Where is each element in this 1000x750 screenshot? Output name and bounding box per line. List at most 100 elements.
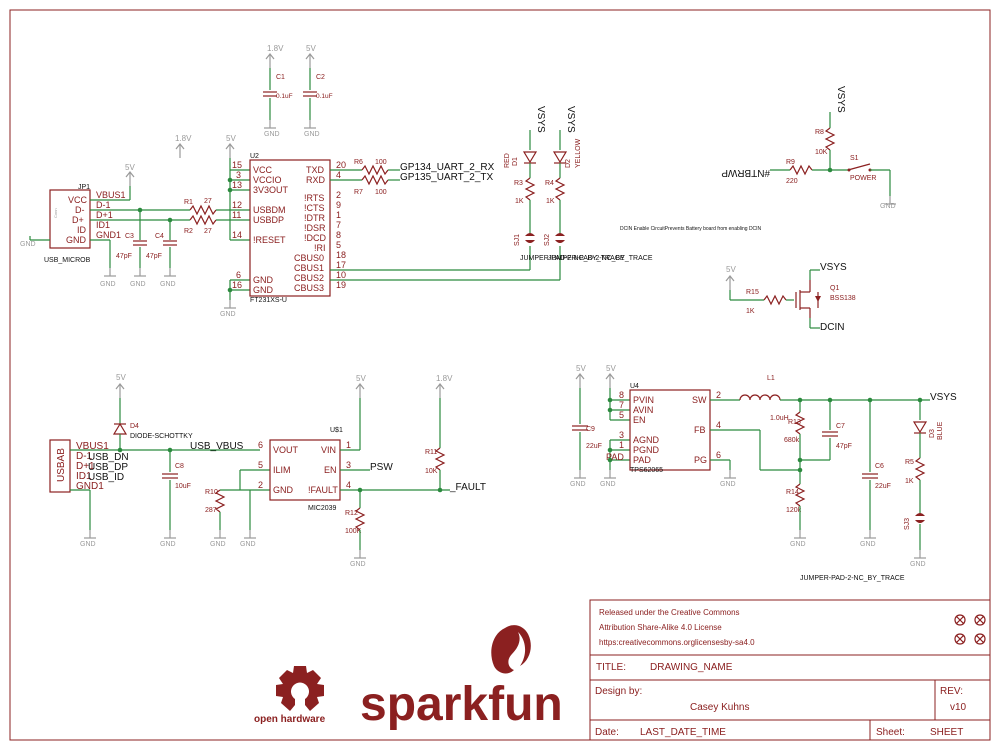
svg-text:sparkfun: sparkfun <box>360 678 563 731</box>
svg-text:GND: GND <box>80 541 96 548</box>
svg-text:8: 8 <box>619 390 624 400</box>
title-label: TITLE: <box>596 662 626 673</box>
svg-text:7: 7 <box>619 400 624 410</box>
svg-text:VSYS: VSYS <box>930 392 957 403</box>
svg-text:1.0uH: 1.0uH <box>770 415 789 422</box>
svg-text:USB_DN: USB_DN <box>88 452 129 463</box>
feedback-divider: R13 680k C7 47pF R14 120k GND <box>710 400 852 548</box>
svg-text:VSYS: VSYS <box>535 106 546 133</box>
svg-text:47pF: 47pF <box>146 253 162 260</box>
svg-text:GND1: GND1 <box>96 230 121 240</box>
uart-rx-net: GP134_UART_2_RX <box>400 162 495 173</box>
svg-text:16: 16 <box>232 280 242 290</box>
usb-micro-b-connector: JP1 USB_MICROB Conn VCC D- D+ ID GND VBU… <box>20 163 190 288</box>
svg-text:4: 4 <box>716 420 721 430</box>
power-switch-circuit: VSYS R8 10K #NTBRWP R9 220 S1 POWER GND … <box>620 86 897 232</box>
power-enable-net: #NTBRWP <box>721 167 770 178</box>
svg-text:1K: 1K <box>515 198 524 205</box>
schottky-diode-d4: 5V D4 DIODE-SCHOTTKY <box>112 373 193 450</box>
svg-text:GND: GND <box>160 281 176 288</box>
ft231xs-ic: U2 FT231XS-U 15 VCC 3 VCCIO 13 3V3OUT 12… <box>232 153 346 304</box>
svg-text:R15: R15 <box>746 289 759 296</box>
svg-text:3: 3 <box>619 430 624 440</box>
svg-text:PAD: PAD <box>606 452 624 462</box>
svg-text:9: 9 <box>336 200 341 210</box>
sheet-label: Sheet: <box>876 727 905 738</box>
svg-text:AVIN: AVIN <box>633 405 653 415</box>
svg-text:D1: D1 <box>512 157 519 166</box>
svg-text:open hardware: open hardware <box>254 714 326 725</box>
svg-text:VBUS1: VBUS1 <box>76 441 109 452</box>
svg-text:VCC: VCC <box>253 165 273 175</box>
svg-text:14: 14 <box>232 230 242 240</box>
svg-text:S1: S1 <box>850 155 859 162</box>
svg-text:TXD: TXD <box>306 165 325 175</box>
svg-text:5: 5 <box>619 410 624 420</box>
svg-text:!DTR: !DTR <box>304 213 325 223</box>
svg-text:ID: ID <box>77 225 87 235</box>
resistor-r11: 1.8V R11 10K <box>425 374 453 490</box>
svg-text:18: 18 <box>336 250 346 260</box>
svg-text:10K: 10K <box>815 149 828 156</box>
c1-ref: C1 <box>276 74 285 81</box>
svg-text:U2: U2 <box>250 153 259 160</box>
usb-b-connector: USBAB VBUS1 D-1 D+1 ID1 GND1 USB_DN USB_… <box>49 439 260 548</box>
svg-text:47pF: 47pF <box>116 253 132 260</box>
svg-text:!DSR: !DSR <box>304 223 326 233</box>
svg-text:4: 4 <box>336 170 341 180</box>
svg-text:287: 287 <box>205 507 217 514</box>
svg-text:R5: R5 <box>905 459 914 466</box>
sheet-value: SHEET <box>930 727 963 738</box>
svg-text:!CTS: !CTS <box>304 203 325 213</box>
svg-text:CBUS3: CBUS3 <box>294 283 324 293</box>
tps62065-supply: 5V GND C9 22uF 5V GND <box>570 364 630 488</box>
svg-text:5: 5 <box>258 460 263 470</box>
psw-net: PSW <box>370 462 393 473</box>
svg-text:6: 6 <box>716 450 721 460</box>
svg-text:VSYS: VSYS <box>835 86 846 113</box>
svg-text:PAD: PAD <box>633 455 651 465</box>
svg-text:VOUT: VOUT <box>273 445 299 455</box>
svg-text:PVIN: PVIN <box>633 395 654 405</box>
fault-net: _FAULT <box>449 482 486 493</box>
svg-text:CBUS1: CBUS1 <box>294 263 324 273</box>
svg-text:2: 2 <box>716 390 721 400</box>
resistor-r10: R10 287 GND GND <box>205 469 270 548</box>
svg-text:22uF: 22uF <box>875 483 891 490</box>
c1-value: 0.1uF <box>276 93 293 100</box>
svg-text:D4: D4 <box>130 423 139 430</box>
svg-text:1K: 1K <box>905 478 914 485</box>
uart-resistors: R6 100 R7 100 GP134_UART_2_RX GP135_UART… <box>330 159 495 196</box>
svg-text:GND: GND <box>20 241 36 248</box>
inductor-l1-output: L1 1.0uH VSYS <box>710 375 957 422</box>
svg-text:GND: GND <box>220 311 236 318</box>
svg-text:POWER: POWER <box>850 175 876 182</box>
svg-text:5V: 5V <box>726 265 736 274</box>
svg-text:U4: U4 <box>630 383 639 390</box>
usb-series-resistors: R1 27 R2 27 <box>184 198 250 235</box>
svg-text:C3: C3 <box>125 233 134 240</box>
svg-text:27: 27 <box>204 198 212 205</box>
u2-supply-arrows: 1.8V 5V GND <box>175 134 250 318</box>
svg-text:JUMPER-PAD-2-NC_BY_TRACE: JUMPER-PAD-2-NC_BY_TRACE <box>548 255 653 262</box>
cbus-wires <box>330 246 561 281</box>
status-leds-d1-d2: VSYS VSYS RED D1 D2 YELLOW R3 1K R4 1K S… <box>504 106 653 262</box>
svg-text:6: 6 <box>258 440 263 450</box>
svg-text:1.8V: 1.8V <box>175 134 192 143</box>
svg-text:GND: GND <box>350 561 366 568</box>
svg-text:GND: GND <box>253 285 274 295</box>
svg-text:C8: C8 <box>175 463 184 470</box>
svg-text:EN: EN <box>324 465 337 475</box>
svg-text:VSYS: VSYS <box>565 106 576 133</box>
svg-text:SW: SW <box>692 395 707 405</box>
svg-text:3: 3 <box>346 460 351 470</box>
svg-text:D+: D+ <box>72 215 84 225</box>
svg-text:1.8V: 1.8V <box>436 374 453 383</box>
svg-text:100: 100 <box>375 159 387 166</box>
mic2039-ic: U$1 MIC2039 6 VOUT 5 ILIM 2 GND VIN 1 EN… <box>258 374 486 512</box>
resistor-r12: R12 100K GND <box>345 490 367 568</box>
svg-text:2: 2 <box>336 190 341 200</box>
svg-text:R12: R12 <box>345 510 358 517</box>
svg-text:CBUS2: CBUS2 <box>294 273 324 283</box>
svg-text:D-1: D-1 <box>76 451 93 462</box>
